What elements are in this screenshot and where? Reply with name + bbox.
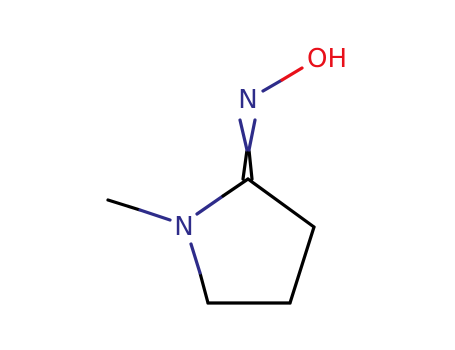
bond-n-o-blue: [261, 78, 284, 93]
bond-methyl-n-black: [106, 198, 142, 212]
bond-c2-n-double-b-black: [247, 148, 254, 181]
atom-labels: N N OH: [174, 44, 347, 242]
bond-c2-n-double-b-blue: [247, 118, 257, 152]
bond-c2-n-double-a-black: [241, 148, 249, 181]
bond-n-o-red: [280, 66, 304, 82]
atom-n-ring: N: [174, 212, 193, 242]
atom-hydroxyl: OH: [307, 44, 347, 74]
bonds: [106, 66, 316, 305]
bond-methyl-n-blue: [138, 208, 172, 222]
bond-n-c2-black: [221, 177, 250, 198]
bond-c3-c4: [288, 225, 316, 305]
bond-n-c2-blue: [195, 194, 225, 216]
bond-c5-n-blue: [189, 242, 202, 275]
bond-c2-c3: [246, 177, 316, 229]
bond-c5-n-black: [198, 271, 210, 305]
bond-c2-n-double-a-blue: [238, 118, 249, 152]
atom-n-oxime: N: [238, 85, 257, 115]
